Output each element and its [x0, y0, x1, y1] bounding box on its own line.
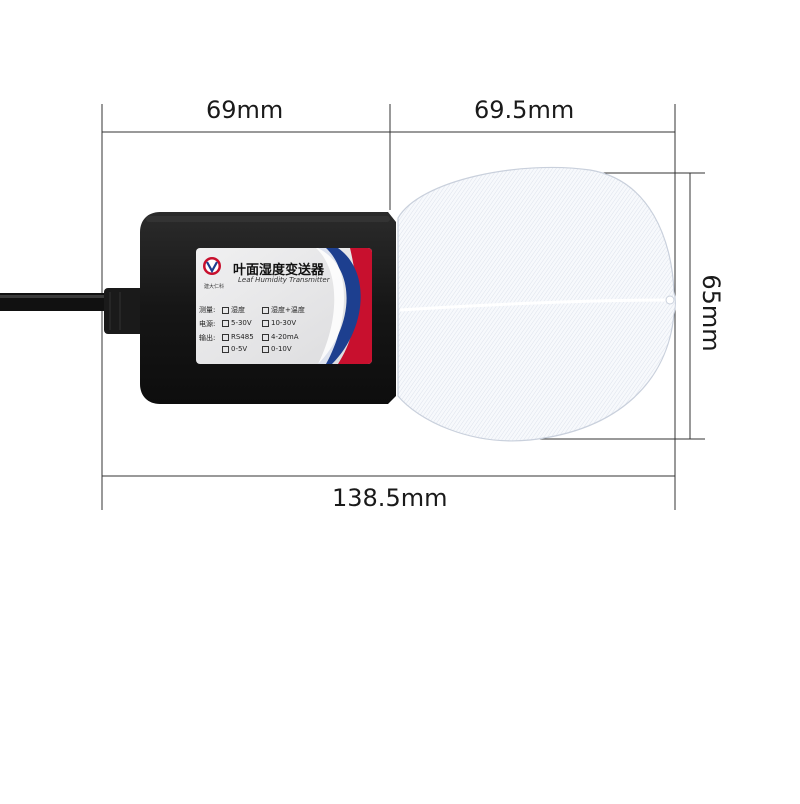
spec-output-opt1: RS485 [222, 333, 254, 341]
product-title: 叶面湿度变送器 [233, 263, 325, 278]
spec-output-label: 输出: [199, 334, 216, 342]
spec-power-label: 电源: [199, 320, 216, 328]
checkbox-icon [262, 345, 269, 353]
dimension-label-right-width: 69.5mm [474, 96, 575, 124]
checkbox-icon [222, 345, 229, 353]
dimension-label-total-width: 138.5mm [332, 484, 448, 512]
spec-measure-opt2: 湿度+温度 [262, 305, 305, 315]
spec-measure-label: 测量: [199, 306, 216, 314]
spec-measure-opt1: 湿度 [222, 305, 245, 315]
checkbox-icon [222, 306, 229, 314]
brand-logo-icon [203, 257, 221, 275]
leaf-sensor [397, 166, 677, 442]
spec-power-opt2: 10-30V [262, 319, 296, 327]
product-subtitle: Leaf Humidity Transmitter [238, 276, 330, 284]
cable [0, 288, 146, 334]
brand-name: 建大仁科 [204, 284, 225, 290]
spec-output-opt3: 0-5V [222, 345, 247, 353]
product-label [196, 248, 372, 364]
checkbox-icon [262, 319, 269, 327]
dimension-label-left-width: 69mm [206, 96, 284, 124]
spec-power-opt1: 5-30V [222, 319, 252, 327]
dimension-label-height: 65mm [697, 274, 725, 352]
spec-output-opt4: 0-10V [262, 345, 292, 353]
checkbox-icon [262, 333, 269, 341]
checkbox-icon [262, 306, 269, 314]
checkbox-icon [222, 333, 229, 341]
spec-output-opt2: 4-20mA [262, 333, 299, 341]
checkbox-icon [222, 319, 229, 327]
